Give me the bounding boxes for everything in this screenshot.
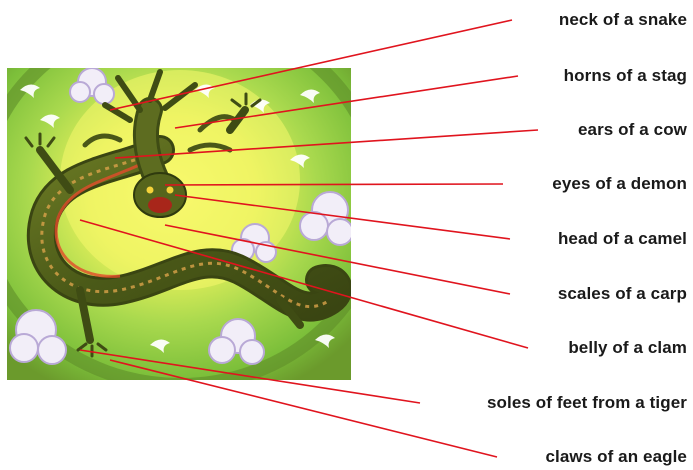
part-label: ears of a cow [578, 120, 687, 140]
part-label: scales of a carp [558, 284, 687, 304]
dragon-illustration [0, 15, 380, 385]
part-label: soles of feet from a tiger [487, 393, 687, 413]
part-label: neck of a snake [559, 10, 687, 30]
part-label: claws of an eagle [545, 447, 687, 467]
part-label: belly of a clam [568, 338, 687, 358]
leader-line [165, 184, 503, 185]
part-label: horns of a stag [564, 66, 687, 86]
part-label: eyes of a demon [552, 174, 687, 194]
part-label: head of a camel [558, 229, 687, 249]
